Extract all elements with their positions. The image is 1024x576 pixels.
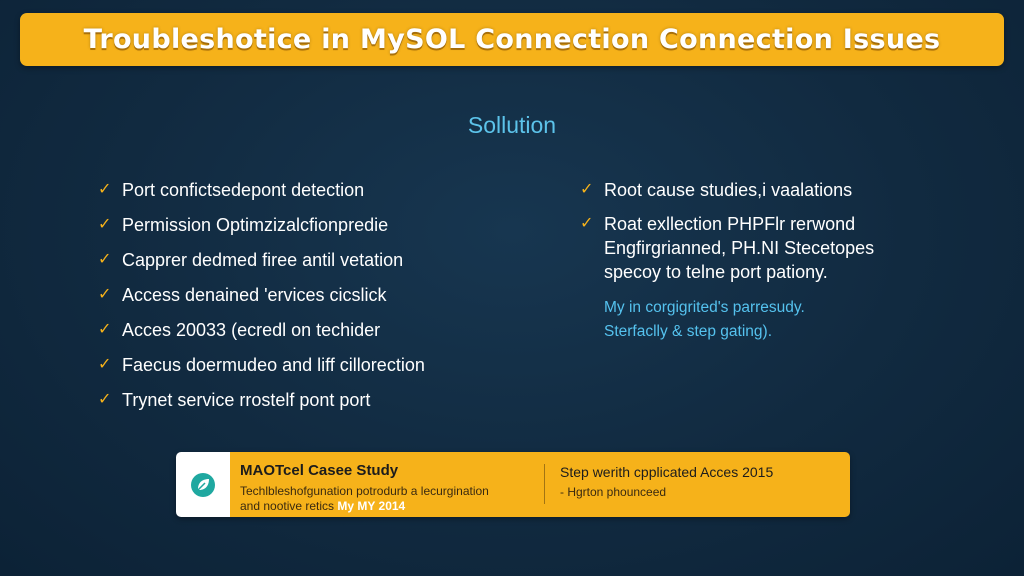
leaf-icon [191,472,215,497]
case-study-desc-prefix: and nootive retics [240,499,335,513]
list-item-text: Roat exllection PHPFlr rerwond Engfirgri… [604,212,874,284]
case-study-desc-line: and nootive retics My MY 2014 [240,499,489,514]
list-item: ✓ Port confictsedepont detection [98,178,425,202]
list-item: ✓ Permission Optimzizalcfionpredie [98,213,425,237]
list-item: ✓ Root cause studies,i vaalations [580,178,874,202]
list-item-text: Access denained 'ervices cicslick [122,285,387,305]
list-item-text: Acces 20033 (ecredl on techider [122,320,381,340]
section-heading: Sollution [467,112,557,138]
checkmark-icon: ✓ [98,251,112,268]
list-item: ✓ Acces 20033 (ecredl on techider [98,318,425,342]
left-checklist: ✓ Port confictsedepont detection ✓ Permiss… [98,178,425,423]
checkmark-icon: ✓ [98,181,112,198]
divider [544,464,545,504]
case-study-body: MAOTcel Casee Study Techlbleshofgunation… [230,452,850,517]
list-item-line: Roat exllection PHPFlr rerwond [604,214,856,234]
case-study-description: Techlbleshofgunation potrodurb a lecurgi… [240,484,489,514]
case-study-highlight: My MY 2014 [337,499,406,513]
case-study-icon-panel [176,452,230,517]
case-study-card: MAOTcel Casee Study Techlbleshofgunation… [176,452,850,517]
list-item-line: specoy to telne port pationy. [604,262,828,282]
case-study-step-title: Step werith cpplicated Acces 2015 [560,464,774,480]
list-item: ✓ Trynet service rrostelf pont port [98,388,425,412]
list-item-text: Permission Optimzizalcfionpredie [122,215,389,235]
checkmark-icon: ✓ [98,286,112,303]
checkmark-icon: ✓ [98,216,112,233]
checkmark-icon: ✓ [580,181,594,198]
right-checklist: ✓ Root cause studies,i vaalations ✓ Roat … [580,178,874,294]
list-item-text: Root cause studies,i vaalations [604,180,853,200]
list-item: ✓ Capprer dedmed firee antil vetation [98,248,425,272]
checkmark-icon: ✓ [98,356,112,373]
case-study-step-sub: - Hgrton phounceed [560,485,667,499]
list-item-line: Engfirgrianned, PH.NI Stecetopes [604,238,875,258]
list-item: ✓ Access denained 'ervices cicslick [98,283,425,307]
checkmark-icon: ✓ [98,321,112,338]
list-item: ✓ Faecus doermudeo and liff cillorection [98,353,425,377]
list-item-text: Faecus doermudeo and liff cillorection [122,355,425,375]
list-item-text: Port confictsedepont detection [122,180,365,200]
case-study-title: MAOTcel Casee Study [240,462,399,479]
note-line: Sterfaclly & step gating). [604,323,772,340]
list-item: ✓ Roat exllection PHPFlr rerwond Engfirg… [580,212,874,284]
highlight-note: My in corgigrited's parresudy. Sterfacll… [604,296,805,344]
note-line: My in corgigrited's parresudy. [604,299,805,316]
list-item-text: Capprer dedmed firee antil vetation [122,250,404,270]
checkmark-icon: ✓ [98,391,112,408]
title-banner: Troubleshotice in MySOL Connection Conne… [20,13,1004,66]
checkmark-icon: ✓ [580,215,594,232]
case-study-desc-line: Techlbleshofgunation potrodurb a lecurgi… [240,484,489,498]
list-item-text: Trynet service rrostelf pont port [122,390,371,410]
page-title: Troubleshotice in MySOL Connection Conne… [83,24,941,55]
